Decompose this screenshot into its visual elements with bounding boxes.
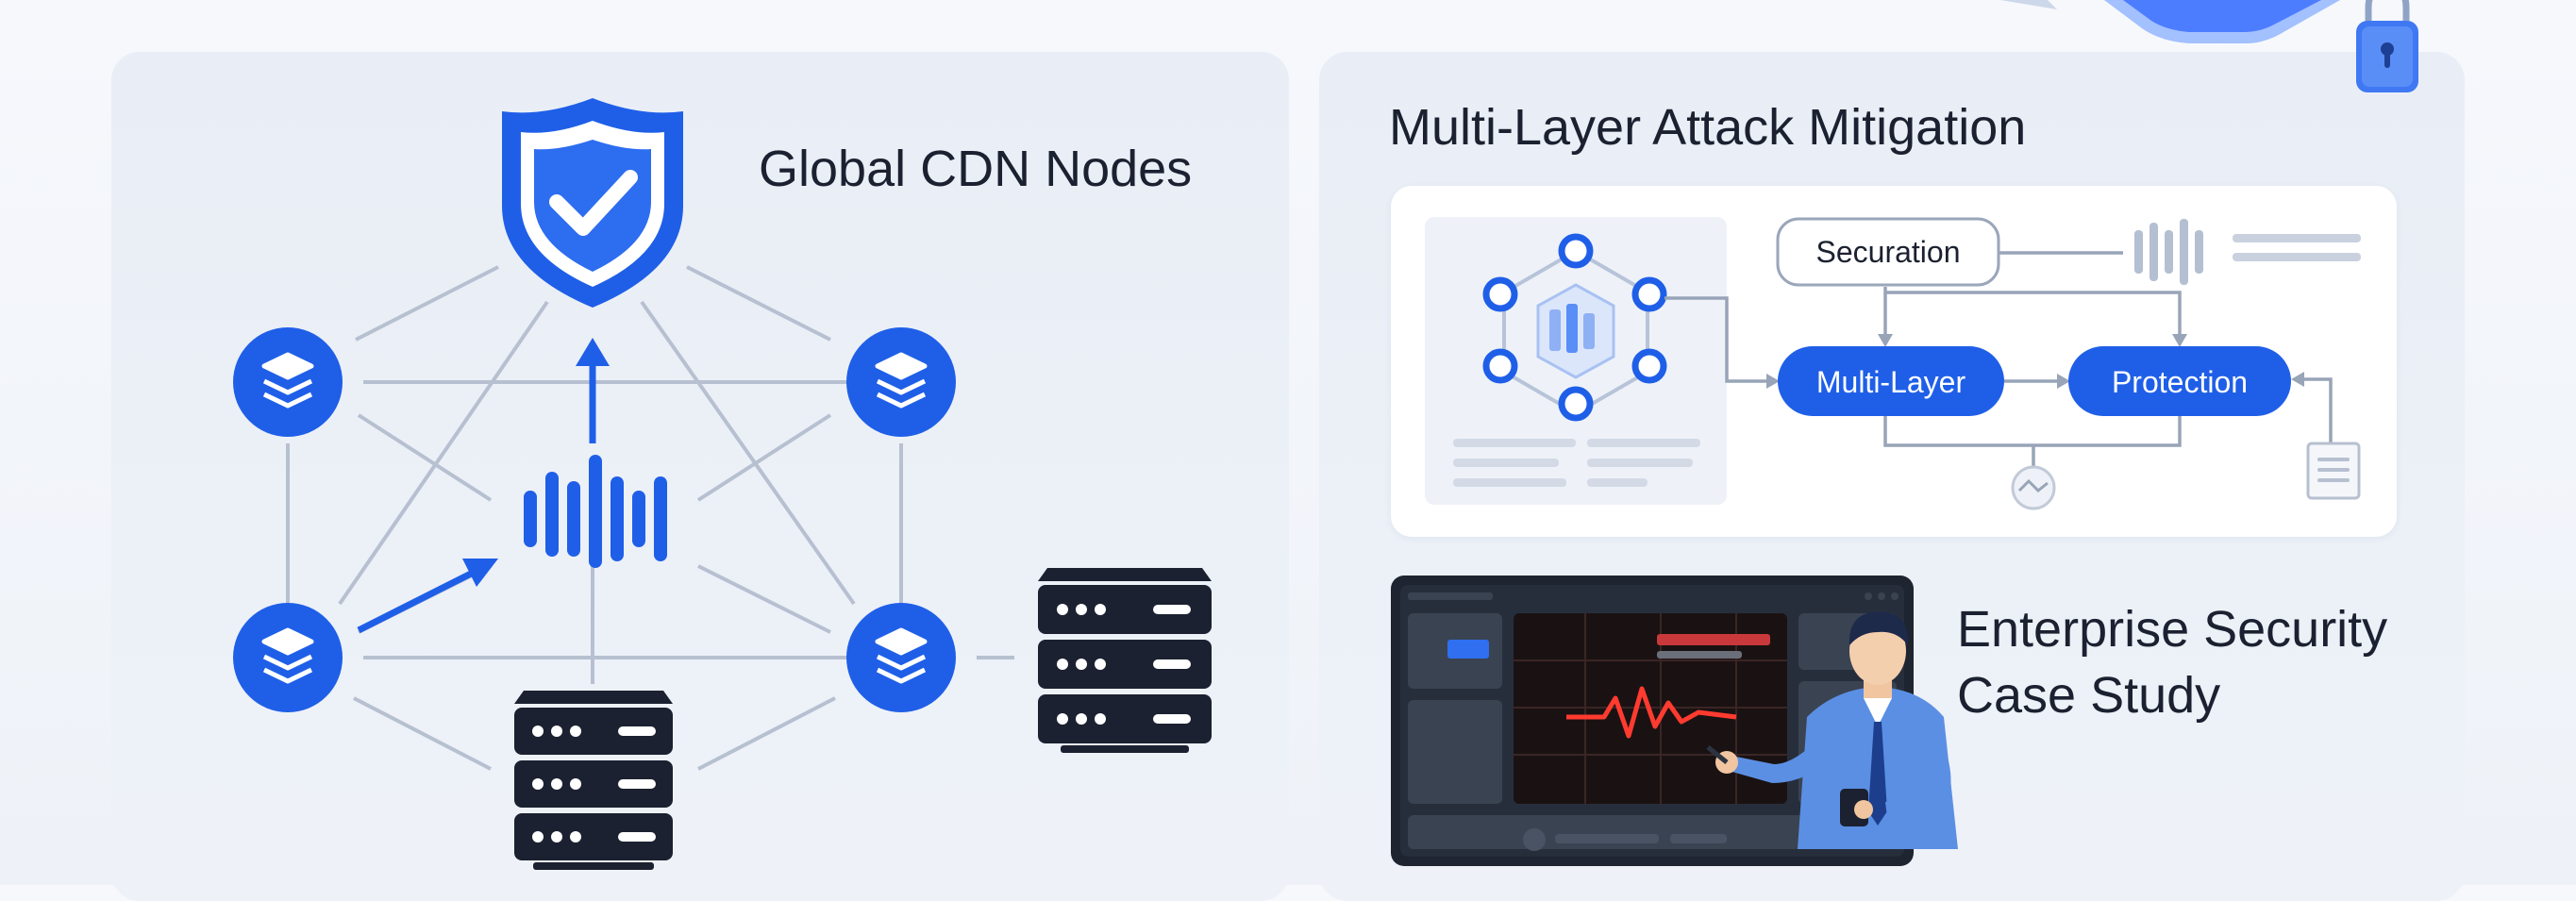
protection-label: Protection bbox=[2112, 365, 2248, 399]
cdn-panel bbox=[111, 52, 1289, 901]
signal-bars-icon bbox=[2134, 219, 2361, 285]
network-hex-icon bbox=[1549, 304, 1595, 353]
securation-box: Securation bbox=[1776, 217, 2000, 287]
multi-layer-label: Multi-Layer bbox=[1816, 365, 1966, 399]
case-study-title: Enterprise Security Case Study bbox=[1957, 601, 2388, 724]
multi-layer-pill: Multi-Layer bbox=[1778, 346, 2004, 416]
presenter-person bbox=[1706, 611, 1958, 849]
device-decoration bbox=[2000, 0, 2340, 43]
layers-icon bbox=[846, 603, 956, 712]
layers-icon bbox=[233, 603, 343, 712]
server-icon bbox=[514, 691, 673, 870]
network-lines bbox=[286, 265, 1014, 771]
document-icon bbox=[2306, 442, 2361, 500]
diagonal-arrow bbox=[357, 559, 498, 634]
heartbeat-icon bbox=[2011, 465, 2056, 510]
mitigation-title: Multi-Layer Attack Mitigation bbox=[1389, 99, 2027, 156]
protection-pill: Protection bbox=[2068, 346, 2291, 416]
cdn-title: Global CDN Nodes bbox=[759, 141, 1193, 197]
flow-connectors bbox=[1664, 251, 2333, 472]
flow-arrowheads bbox=[1766, 334, 2304, 389]
layers-icon bbox=[846, 327, 956, 437]
waveform-icon bbox=[524, 455, 667, 568]
layers-icon bbox=[233, 327, 343, 437]
network-hex-panel bbox=[1425, 217, 1727, 505]
up-arrow bbox=[576, 338, 610, 443]
padlock-icon bbox=[2356, 0, 2418, 92]
shield-check-icon bbox=[502, 98, 683, 308]
securation-label: Securation bbox=[1816, 235, 1961, 269]
server-icon bbox=[1038, 568, 1212, 753]
